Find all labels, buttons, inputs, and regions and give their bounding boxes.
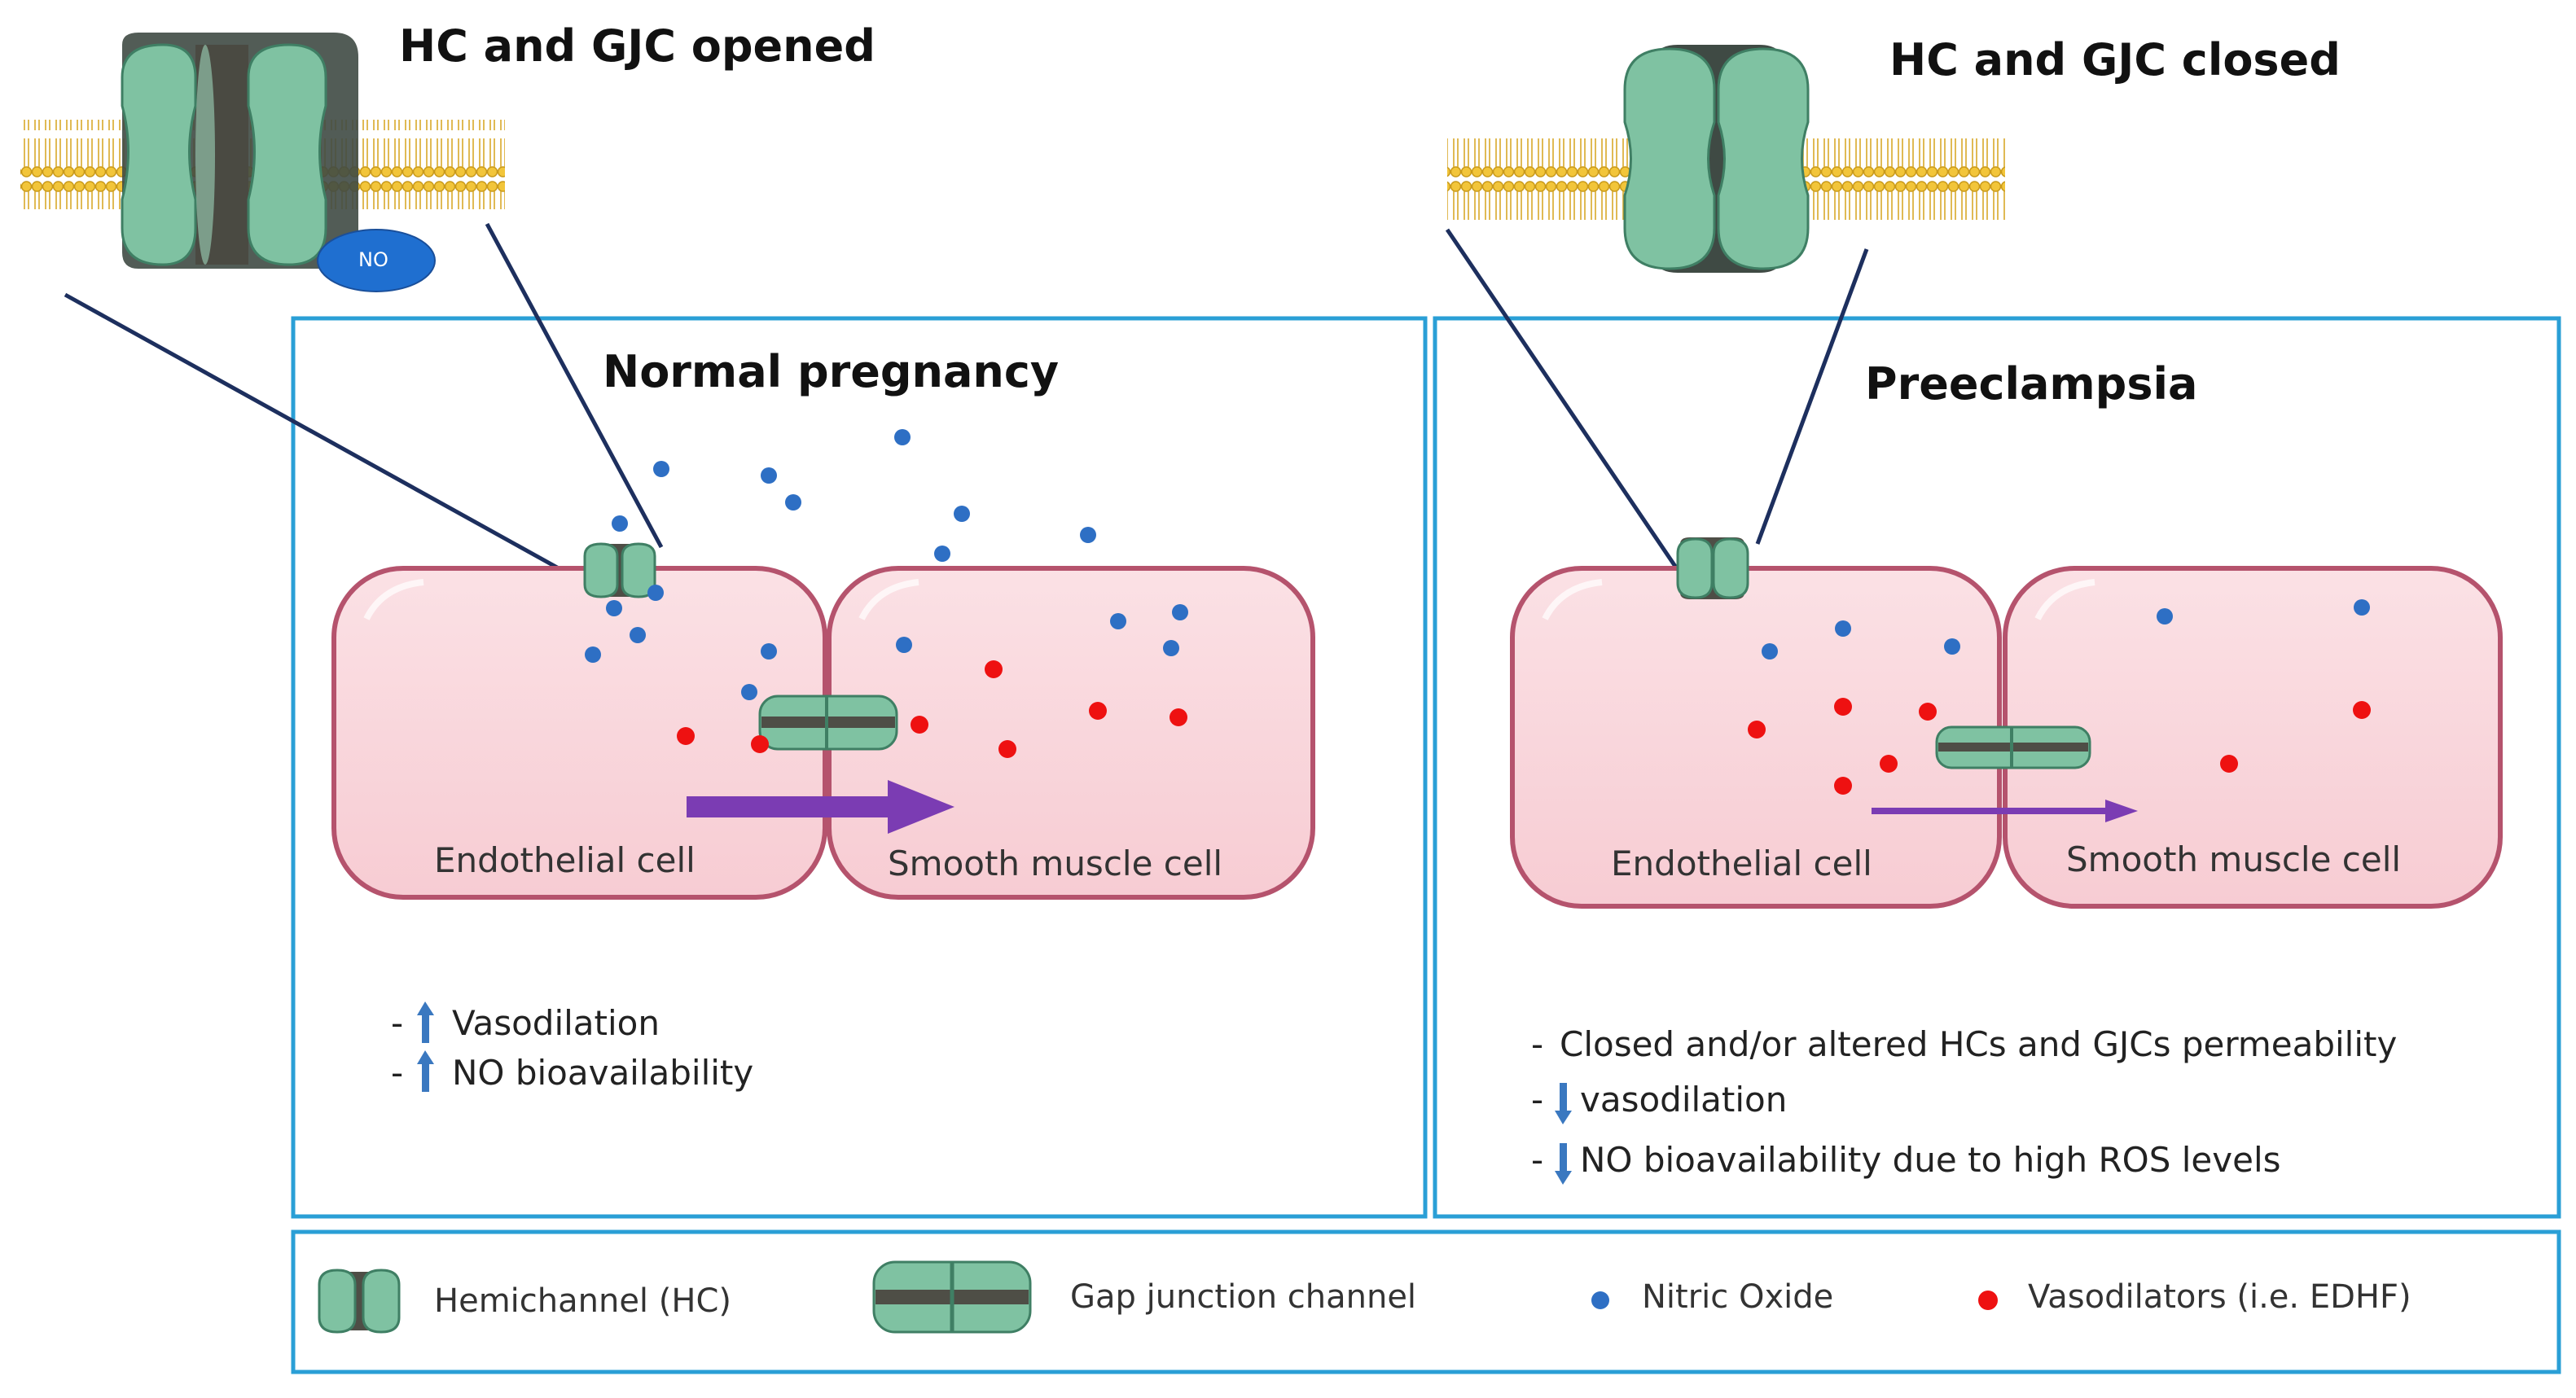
gap-junction-channel-icon xyxy=(1935,725,2091,769)
nitric-oxide-molecules xyxy=(585,429,2370,700)
smooth-muscle-cell-label: Smooth muscle cell xyxy=(888,844,1223,883)
open-channels-title: HC and GJC opened xyxy=(399,20,875,72)
gap-junction-channel-icon xyxy=(758,695,898,751)
nitric-oxide-badge xyxy=(317,229,436,292)
connector-line xyxy=(1755,248,1869,545)
legend-gap-junction-icon xyxy=(872,1260,1032,1334)
open-membrane-inset xyxy=(20,33,505,292)
legend-gap-junction-label: Gap junction channel xyxy=(1070,1278,1417,1316)
smooth-muscle-cell-label: Smooth muscle cell xyxy=(2066,839,2402,879)
decrease-arrow-icon xyxy=(1555,1083,1572,1124)
preeclampsia-title: Preeclampsia xyxy=(1865,358,2198,410)
hemichannel-icon xyxy=(583,542,656,598)
normal-pregnancy-panel xyxy=(291,316,1428,1219)
connector-line xyxy=(1445,228,1680,572)
closed-membrane-inset xyxy=(1447,45,2005,273)
effect-closed-altered-permeability: Closed and/or altered HCs and GJCs perme… xyxy=(1560,1024,2398,1064)
legend-vasodilators-label: Vasodilators (i.e. EDHF) xyxy=(2028,1278,2411,1316)
effect-no-bioavailability: NO bioavailability xyxy=(452,1053,754,1093)
effect-vasodilation: Vasodilation xyxy=(452,1003,660,1043)
endothelial-cell-label: Endothelial cell xyxy=(1611,844,1872,883)
effect-dash: - xyxy=(1531,1140,1544,1180)
increase-arrow-icon xyxy=(417,1050,434,1092)
legend-hemichannel-label: Hemichannel (HC) xyxy=(434,1282,731,1320)
legend-hemichannel-icon xyxy=(318,1269,401,1334)
closed-hemichannel-icon xyxy=(1623,45,1810,273)
transfer-arrow-normal xyxy=(687,780,954,834)
normal-pregnancy-title: Normal pregnancy xyxy=(603,346,1060,397)
effect-dash: - xyxy=(1531,1080,1544,1120)
hemichannel-icon xyxy=(1676,537,1749,599)
legend-vasodilator-dot xyxy=(1978,1291,1998,1310)
effect-dash: - xyxy=(391,1003,404,1043)
increase-arrow-icon xyxy=(417,1001,434,1043)
nitric-oxide-badge-label: NO xyxy=(358,248,388,271)
legend-nitric-oxide-dot xyxy=(1591,1291,1609,1309)
preeclampsia-panel xyxy=(1433,316,2561,1219)
effect-vasodilation-decrease: vasodilation xyxy=(1580,1080,1788,1120)
closed-channels-title: HC and GJC closed xyxy=(1889,34,2341,85)
transfer-arrow-preeclampsia xyxy=(1872,800,2138,822)
legend-nitric-oxide-label: Nitric Oxide xyxy=(1642,1278,1834,1316)
vasodilator-molecules xyxy=(677,660,2371,795)
effect-dash: - xyxy=(391,1053,404,1093)
decrease-arrow-icon xyxy=(1555,1143,1572,1185)
connector-line xyxy=(485,222,664,549)
legend-panel xyxy=(291,1229,2561,1374)
effect-dash: - xyxy=(1531,1024,1544,1064)
open-hemichannel-icon xyxy=(121,33,358,269)
connector-line xyxy=(64,292,590,587)
endothelial-cell-label: Endothelial cell xyxy=(434,840,696,880)
effect-no-bioavailability-ros: NO bioavailability due to high ROS level… xyxy=(1580,1140,2281,1180)
